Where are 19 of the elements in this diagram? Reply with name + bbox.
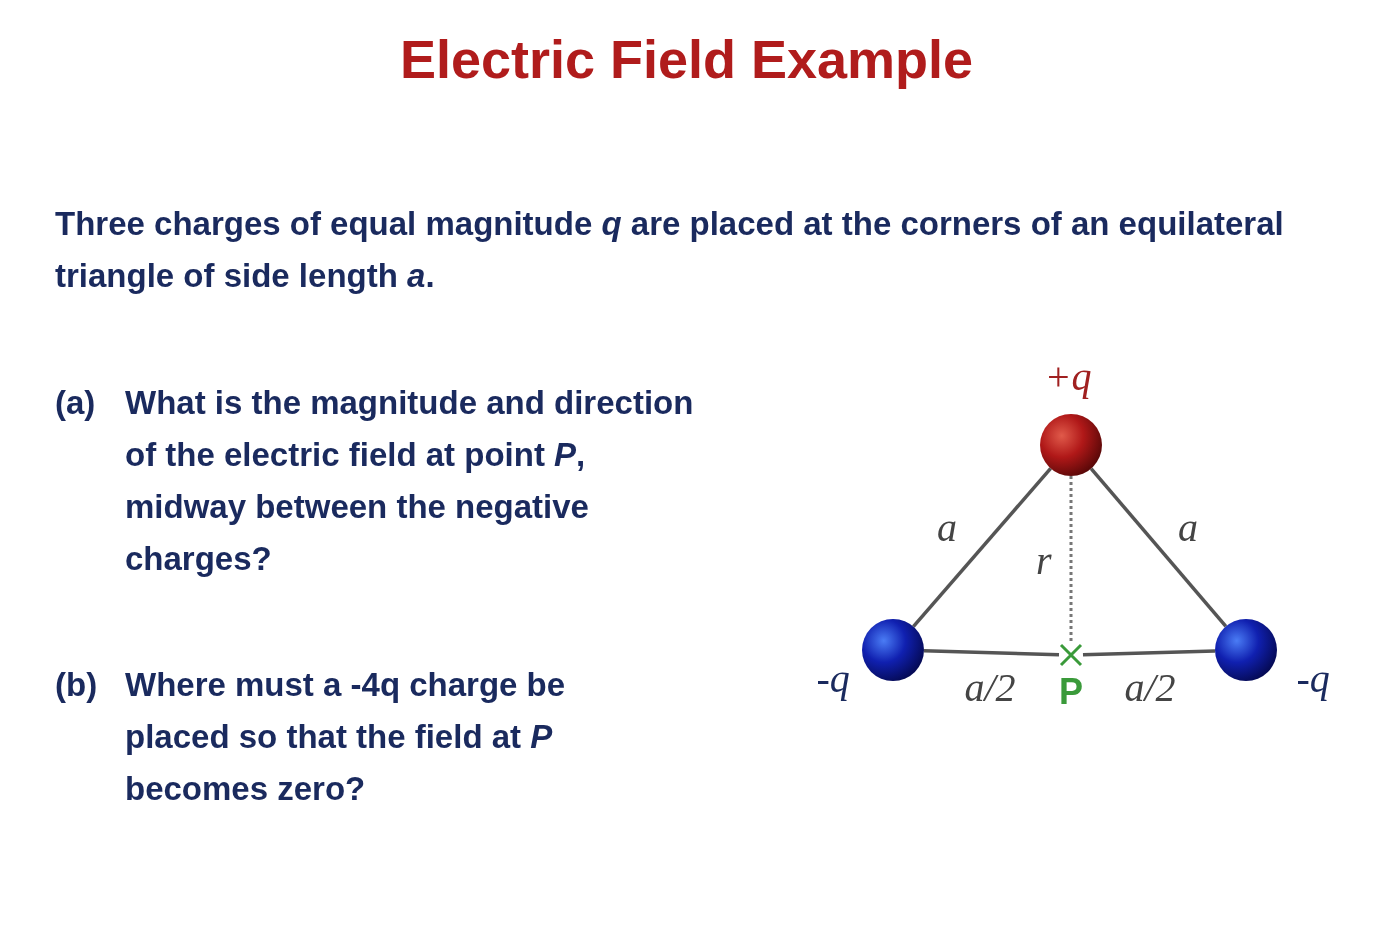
- charge-sphere: [862, 619, 924, 681]
- intro-paragraph: Three charges of equal magnitude q are placed at the corners of an equilateral triangle of side length a.: [55, 204, 1285, 296]
- slide-title: Electric Field Example: [398, 28, 975, 90]
- point-marker: [1059, 643, 1083, 667]
- question-text: Where must a -4q charge be placed so that the field at P becomes zero?: [125, 665, 567, 809]
- charge-label: -q: [815, 659, 851, 699]
- charge-sphere: [1215, 619, 1277, 681]
- triangle-side: [1089, 467, 1228, 628]
- question-text: What is the magnitude and direction of the electric field at point P, midway between the negative charges?: [125, 383, 695, 579]
- charge-label: +q: [1043, 357, 1093, 397]
- question-marker: (a): [55, 383, 97, 423]
- point-label: P: [1058, 674, 1084, 710]
- question-marker: (b): [55, 665, 99, 705]
- charge-sphere: [1040, 414, 1102, 476]
- dotted-line: [1069, 476, 1073, 643]
- triangle-side: [923, 649, 1060, 657]
- triangle-side: [1082, 649, 1216, 657]
- triangle-side: [912, 467, 1052, 628]
- charge-label: -q: [1295, 659, 1331, 699]
